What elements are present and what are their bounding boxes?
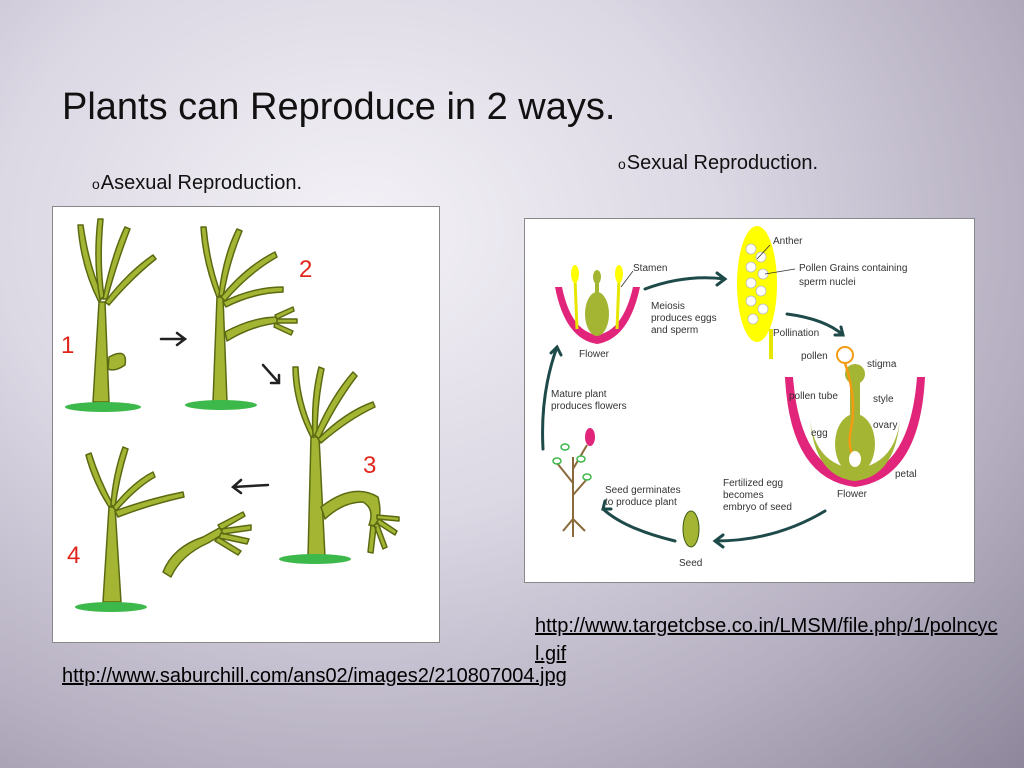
label-meiosis-3: and sperm [651, 325, 698, 336]
bullet-asexual-text: Asexual Reproduction. [100, 172, 303, 194]
grass-4 [75, 602, 147, 612]
label-egg: egg [811, 428, 828, 439]
source-link-asexual[interactable]: http://www.saburchill.com/ans02/images2/… [62, 665, 567, 687]
label-stamen: Stamen [633, 263, 667, 274]
anther [737, 226, 777, 359]
label-stigma: stigma [867, 359, 897, 370]
bullet-marker: o [618, 156, 626, 172]
slide-title: Plants can Reproduce in 2 ways. [62, 86, 616, 128]
label-pollination: Pollination [773, 328, 819, 339]
bullet-sexual-text: Sexual Reproduction. [626, 152, 819, 174]
cycle-arrow-right [785, 312, 845, 337]
seed [682, 510, 700, 548]
pollination-cycle-illustration: Anther Stamen Pollen Grains containing s… [524, 218, 975, 583]
label-mature-2: produces flowers [551, 401, 627, 412]
label-ovary: ovary [873, 420, 897, 431]
hydra-budding-svg: 1 2 3 4 [61, 218, 400, 612]
label-seed-germ-2: to produce plant [605, 497, 677, 508]
label-meiosis-2: produces eggs [651, 313, 717, 324]
label-seed: Seed [679, 558, 702, 569]
cycle-arrow-top [643, 271, 728, 291]
label-pollen-grains-2: sperm nuclei [799, 277, 856, 288]
label-anther: Anther [773, 236, 803, 247]
label-petal: petal [895, 469, 917, 480]
label-seed-germ-1: Seed germinates [605, 485, 681, 496]
label-pollen: pollen [801, 351, 828, 362]
label-style: style [873, 394, 894, 405]
step-number-3: 3 [363, 452, 376, 479]
hydra-2-body [212, 296, 228, 403]
grass-3 [279, 554, 351, 564]
label-pollen-grains-1: Pollen Grains containing [799, 263, 907, 274]
seedling [552, 428, 595, 537]
label-mature-1: Mature plant [551, 389, 607, 400]
cycle-arrow-left [541, 344, 563, 451]
hydra-4-body [102, 506, 122, 603]
label-flower-right: Flower [837, 489, 868, 500]
step-number-2: 2 [299, 256, 312, 283]
bullet-asexual: oAsexual Reproduction. [92, 172, 302, 195]
detached-bud [162, 526, 226, 578]
arrow-1-to-2 [159, 331, 188, 347]
left-flower [555, 265, 640, 344]
arrow-2-to-3 [261, 363, 281, 385]
label-fertilized-1: Fertilized egg [723, 478, 783, 489]
label-pollen-tube: pollen tube [789, 391, 838, 402]
hydra-1-body [92, 301, 110, 403]
hydra-budding-illustration: 1 2 3 4 [52, 206, 440, 643]
grass-1 [65, 402, 141, 412]
step-number-1: 1 [61, 332, 74, 359]
arrow-3-to-4 [231, 478, 270, 495]
label-flower-left: Flower [579, 349, 610, 360]
cycle-arrow-bottom-right [712, 509, 827, 549]
right-flower [785, 346, 925, 487]
pollination-cycle-svg: Anther Stamen Pollen Grains containing s… [541, 226, 925, 569]
bullet-marker: o [92, 176, 100, 192]
cycle-arrow-bottom-left [601, 499, 677, 543]
grass-2 [185, 400, 257, 410]
label-meiosis-1: Meiosis [651, 301, 685, 312]
bullet-sexual: oSexual Reproduction. [618, 152, 818, 175]
step-number-4: 4 [67, 542, 80, 569]
label-fertilized-3: embryo of seed [723, 502, 792, 513]
source-link-sexual[interactable]: http://www.targetcbse.co.in/LMSM/file.ph… [535, 615, 998, 665]
hydra-3-body [307, 436, 326, 558]
label-fertilized-2: becomes [723, 490, 764, 501]
